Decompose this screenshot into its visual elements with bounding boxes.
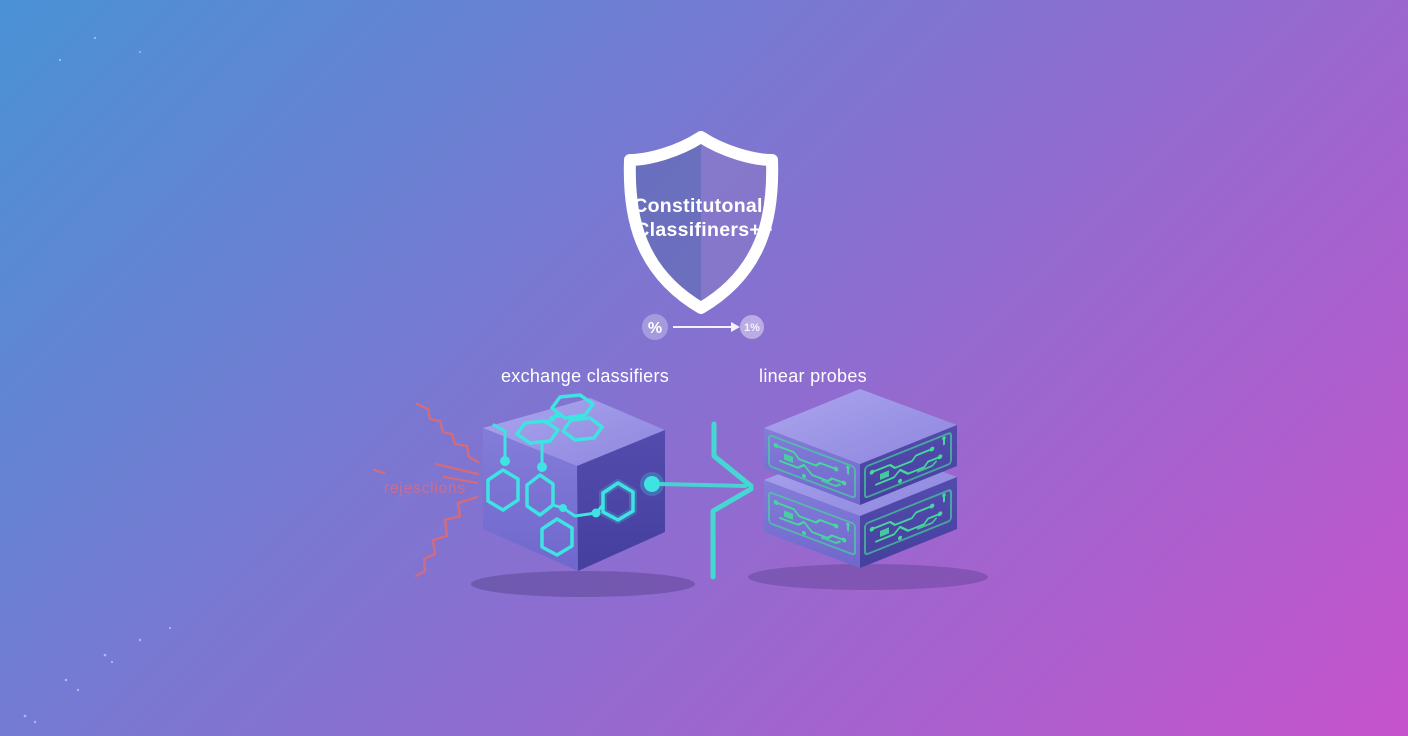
shield-title-line1: Constitutonal <box>633 195 763 217</box>
shield-title-line2: Classifiners++ <box>635 219 773 241</box>
rejections-label: rejesclions <box>384 480 466 497</box>
flow-arrow-icon <box>710 421 754 580</box>
cube-label: exchange classifiers <box>501 366 669 386</box>
percent-badge <box>642 314 668 340</box>
server-slab-top <box>764 389 957 505</box>
conversion-row: % 1% <box>642 314 764 340</box>
zigzag-spark-icon <box>414 495 479 578</box>
shield-icon: Constitutonal Classifiners++ <box>630 137 773 308</box>
servers-shadow <box>748 564 988 590</box>
probe-servers <box>764 389 957 568</box>
servers-label: linear probes <box>759 366 867 386</box>
classifier-cube <box>483 393 748 571</box>
percent-badge-label: % <box>648 320 662 337</box>
right-arrow-head <box>731 322 740 332</box>
rejection-sparks: rejesclions <box>372 402 480 578</box>
zigzag-spark-icon <box>415 402 480 464</box>
sparkle-dots <box>23 36 172 724</box>
hexagon-network-icon <box>486 393 748 557</box>
cube-right-face <box>577 430 665 571</box>
cube-top-face <box>483 398 665 466</box>
cube-shadow <box>471 571 695 597</box>
one-percent-badge <box>740 315 764 339</box>
one-percent-badge-label: 1% <box>744 322 760 334</box>
